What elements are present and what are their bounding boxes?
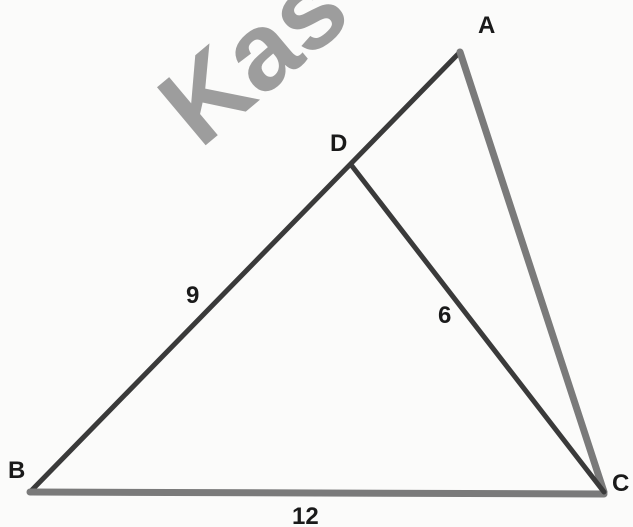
vertex-label-d: D <box>330 130 347 157</box>
segment-bc <box>26 488 608 498</box>
vertex-label-c: C <box>612 470 629 497</box>
segment-ac <box>456 48 608 496</box>
length-label-bd: 9 <box>186 282 199 309</box>
vertex-label-b: B <box>8 457 25 484</box>
vertex-label-a: A <box>478 12 495 39</box>
length-label-dc: 6 <box>438 302 451 329</box>
length-label-bc: 12 <box>292 503 319 527</box>
segment-ab <box>27 49 463 495</box>
segment-dc <box>349 163 607 495</box>
